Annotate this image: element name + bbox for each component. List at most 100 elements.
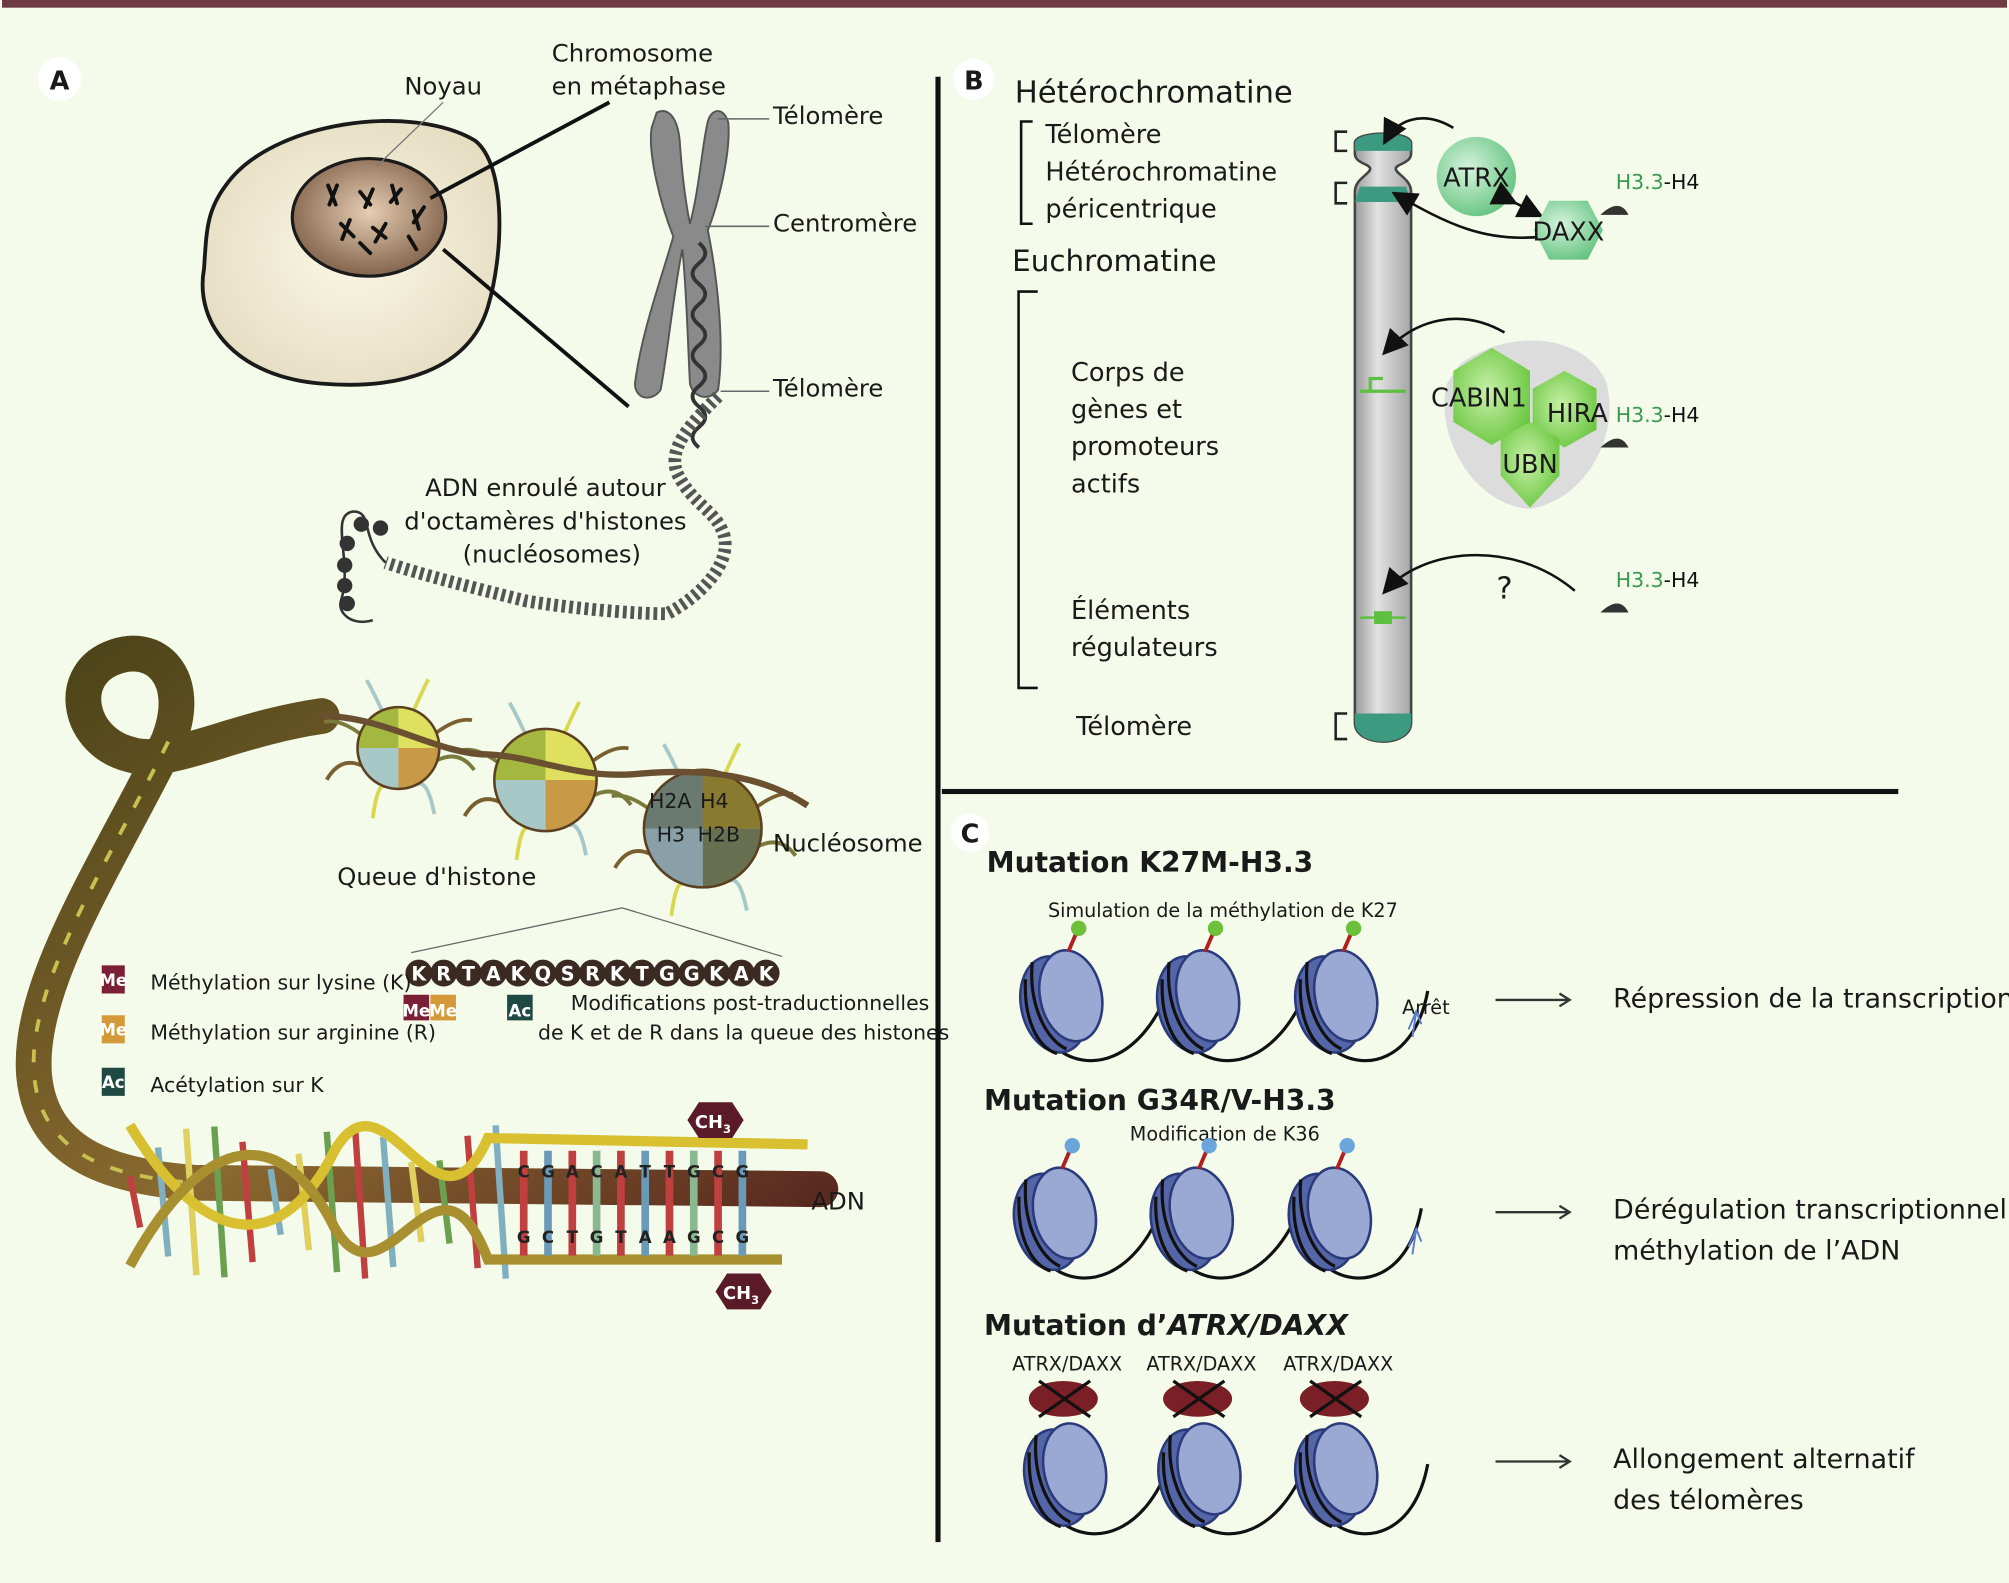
cabin1-node	[1453, 347, 1531, 445]
nucleosome-face	[1312, 949, 1379, 1043]
nucleosome-face	[1176, 1422, 1242, 1516]
histone-tail	[462, 797, 501, 818]
base-pair	[239, 1141, 256, 1263]
histone-tail	[611, 793, 649, 810]
hira-arrow	[1382, 317, 1506, 356]
base-top: A	[566, 1163, 579, 1182]
transcription-start-arrow	[1407, 1226, 1423, 1255]
panel-c: C Mutation K27M-H3.3 Simulation de la mé…	[950, 813, 2009, 1536]
telomere-bottom-label-b: Télomère	[1075, 712, 1192, 742]
cross-out-icon	[1038, 1379, 1092, 1419]
amino-acid-bead	[653, 959, 681, 987]
unknown-chaperone-label: ?	[1496, 571, 1512, 606]
heterochromatin-bracket	[1019, 120, 1033, 226]
telomere-bottom-label: Télomère	[772, 373, 883, 402]
histone-quadrant	[357, 748, 399, 789]
telomere-label: Télomère	[1044, 120, 1161, 150]
linker-dna	[1049, 1207, 1164, 1280]
histone-quadrant	[545, 779, 597, 832]
histone-quadrant	[702, 769, 762, 829]
amino-acid-letter: T	[636, 963, 649, 986]
mutation-k27m-subtitle: Simulation de la méthylation de K27	[1048, 899, 1398, 922]
vertical-divider	[935, 76, 941, 1543]
dna-wrapped-label-3: (nucléosomes)	[463, 540, 641, 569]
linker-dna	[1194, 1463, 1308, 1536]
histone-tail	[507, 701, 527, 734]
dna-wrap	[1017, 1179, 1061, 1273]
nucleosome-face	[1312, 1422, 1379, 1516]
base-bottom: G	[687, 1228, 701, 1247]
gene-body-label-1: Corps de	[1071, 358, 1185, 388]
metaphase-chromosome	[634, 110, 730, 399]
panel-b: B Hétérochromatine Télomère Hétérochroma…	[953, 58, 1700, 743]
base-top: G	[541, 1163, 555, 1182]
h33-h4-label: H3.3-H4	[1616, 403, 1700, 427]
atrx-arrow-pericentric	[1391, 191, 1543, 240]
amino-acid-letter: A	[486, 963, 501, 986]
nucleosome-face	[1038, 949, 1104, 1043]
regulatory-label-1: Éléments	[1071, 596, 1190, 626]
gene-body-label-4: actifs	[1071, 469, 1140, 499]
chromosome-label-2: en métaphase	[552, 72, 726, 101]
chromosome-label-1: Chromosome	[552, 38, 713, 67]
nucleosome-face	[1041, 1422, 1108, 1516]
histone-tail	[591, 746, 629, 763]
base-top: G	[736, 1163, 750, 1182]
histone-h3-label: H3	[657, 822, 685, 846]
telomere-bottom-band	[1354, 713, 1412, 742]
tail-modification-dot	[1339, 1138, 1355, 1154]
histone-tail	[364, 679, 384, 712]
acetylation-badge	[101, 1067, 125, 1096]
base-top: A	[614, 1163, 627, 1182]
base-bottom: A	[663, 1228, 676, 1247]
nucleosome	[1155, 949, 1241, 1056]
amino-acid-letter: K	[511, 963, 527, 986]
chromosome-brackets	[1334, 130, 1348, 741]
amino-acid-letter: A	[734, 963, 749, 986]
amino-acid-bead	[703, 959, 730, 987]
nucleosome-face	[1031, 1166, 1098, 1260]
nucleosome-face	[1174, 949, 1241, 1043]
base-bottom: T	[567, 1228, 579, 1247]
histone-quadrant	[643, 769, 703, 829]
base-top: T	[664, 1163, 676, 1182]
base-bottom: G	[590, 1228, 604, 1247]
linker-dna	[1330, 990, 1430, 1063]
ch3-bottom-label: CH3	[723, 1283, 759, 1307]
histone-tail	[323, 719, 362, 736]
dna-wrap	[1292, 1179, 1336, 1273]
heterochromatin-heading: Hétérochromatine	[1015, 75, 1293, 110]
linker-dna	[1055, 990, 1170, 1063]
centromere-label: Centromère	[773, 208, 917, 237]
panel-a-label: A	[50, 67, 70, 97]
dna-strand	[125, 1149, 783, 1269]
telomere-pointers	[705, 118, 770, 393]
histone-tail	[412, 678, 431, 711]
euchromatin-bracket	[1017, 290, 1038, 690]
atrx-daxx-interaction	[1489, 181, 1544, 218]
dna-loop-highlight	[31, 740, 194, 1185]
base-top: C	[591, 1163, 603, 1182]
panel-c-label: C	[961, 820, 980, 850]
histone-quadrant	[702, 828, 762, 888]
legend-label: Acétylation sur K	[150, 1073, 324, 1097]
modifications-label-1: Modifications post-traductionnelles	[571, 991, 930, 1015]
nucleosome	[1012, 1166, 1098, 1273]
gene-body-label-3: promoteurs	[1071, 432, 1219, 462]
tail-modification-dot	[1345, 920, 1362, 936]
dna-wrap	[1298, 1435, 1343, 1529]
telomere-top-band	[1354, 133, 1412, 151]
histone-tail	[370, 784, 387, 819]
nucleosome	[1157, 1422, 1242, 1529]
dna-wrapped-label-1: ADN enroulé autour	[425, 473, 666, 502]
base-pair	[492, 1125, 510, 1279]
histone-tail-label: Queue d'histone	[337, 862, 536, 891]
nucleus-chromosomes	[326, 183, 426, 256]
dna-wrap	[1298, 961, 1343, 1056]
mutation-atrx-daxx-title: Mutation d’ATRX/DAXX	[984, 1309, 1349, 1342]
tail-modification-dot	[1207, 920, 1224, 936]
daxx-label: DAXX	[1533, 217, 1605, 247]
base-top: C	[518, 1163, 530, 1182]
mutation-row	[1019, 920, 1572, 1063]
tail-zoom-outline	[411, 907, 783, 958]
